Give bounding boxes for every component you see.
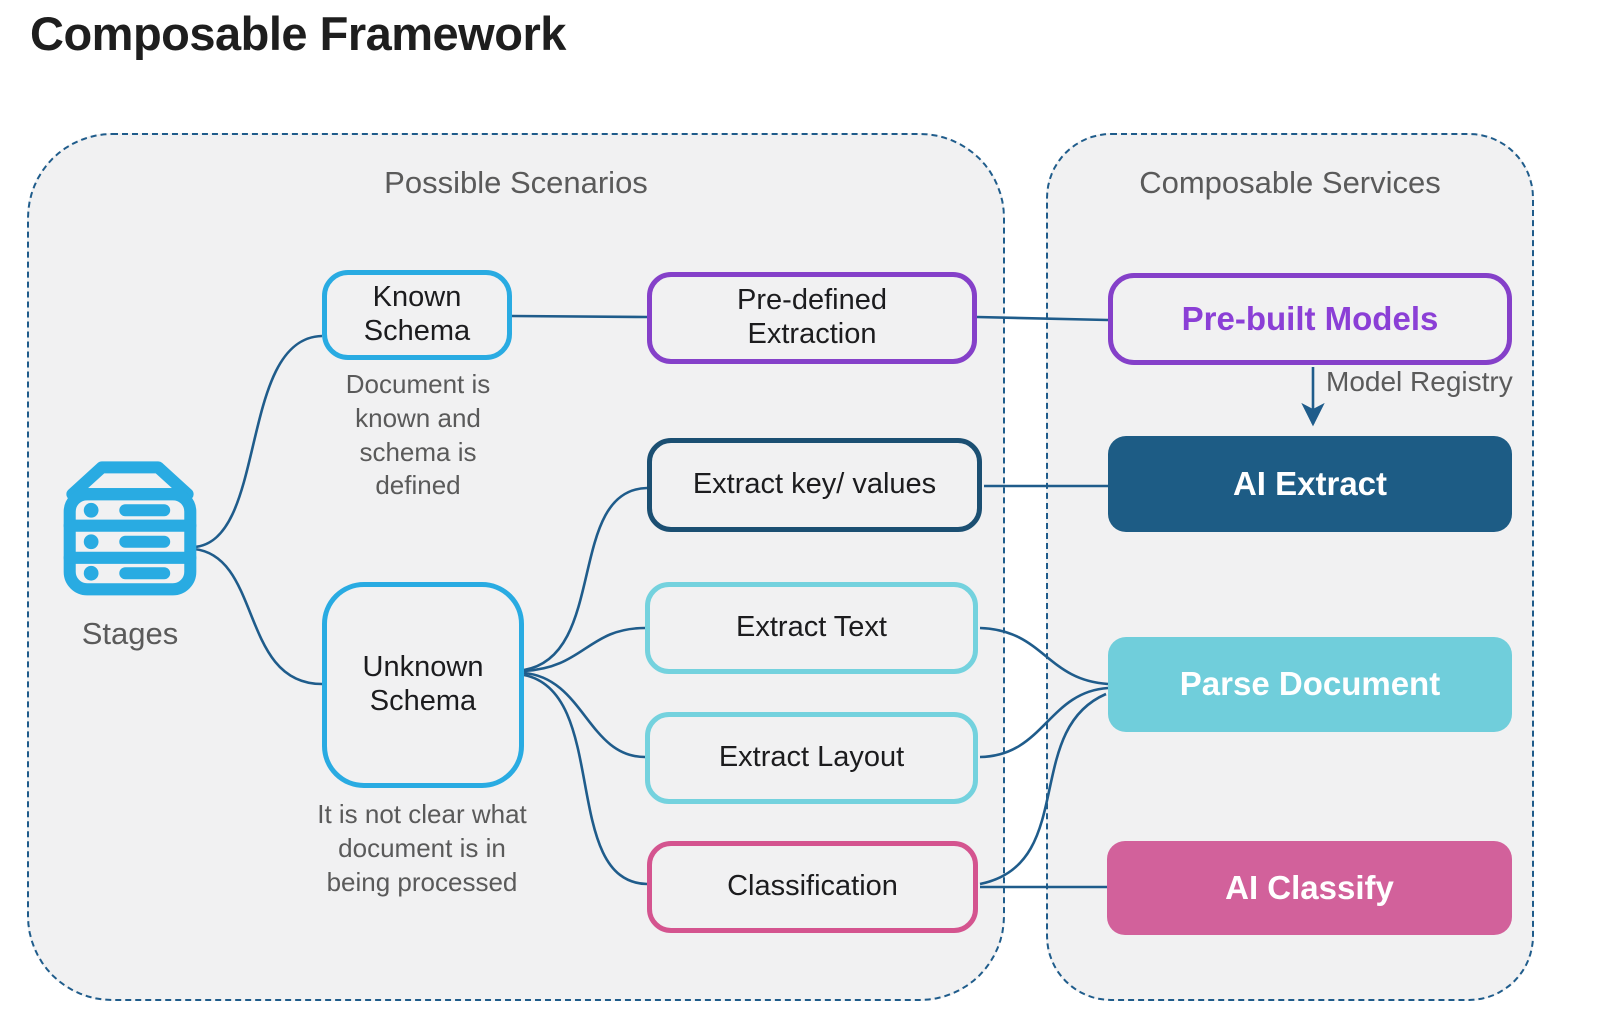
node-unknown-schema-label: Unknown Schema <box>362 651 484 717</box>
node-extract-text: Extract Text <box>645 582 978 674</box>
node-pre-built-models-label: Pre-built Models <box>1181 299 1439 337</box>
node-known-schema: Known Schema <box>322 270 512 360</box>
stages-server-icon <box>63 461 197 596</box>
stages-label: Stages <box>81 616 179 651</box>
node-parse-document-label: Parse Document <box>1179 665 1441 703</box>
node-ai-extract-label: AI Extract <box>1232 464 1388 502</box>
node-extract-key-values: Extract key/ values <box>647 438 982 532</box>
node-extract-text-label: Extract Text <box>736 611 887 644</box>
node-pre-defined-extraction-label: Pre-defined Extraction <box>737 284 887 350</box>
node-extract-layout: Extract Layout <box>645 712 978 804</box>
node-ai-extract: AI Extract <box>1108 436 1512 532</box>
page-title: Composable Framework <box>30 7 566 60</box>
node-ai-classify: AI Classify <box>1107 841 1512 935</box>
composable-services-header: Composable Services <box>1139 165 1441 200</box>
node-known-schema-label: Known Schema <box>363 281 471 347</box>
node-ai-classify-label: AI Classify <box>1225 868 1394 906</box>
unknown-schema-caption: It is not clear what document is in bein… <box>317 799 527 897</box>
node-classification-label: Classification <box>727 870 898 903</box>
node-extract-layout-label: Extract Layout <box>718 741 905 774</box>
possible-scenarios-header: Possible Scenarios <box>384 165 648 200</box>
node-pre-defined-extraction: Pre-defined Extraction <box>647 272 977 364</box>
known-schema-caption: Document is known and schema is defined <box>345 369 491 501</box>
node-classification: Classification <box>647 841 978 933</box>
node-extract-key-values-label: Extract key/ values <box>692 468 937 501</box>
model-registry-label: Model Registry <box>1326 366 1513 397</box>
node-unknown-schema: Unknown Schema <box>322 582 524 788</box>
node-pre-built-models: Pre-built Models <box>1108 273 1512 365</box>
node-parse-document: Parse Document <box>1108 637 1512 732</box>
